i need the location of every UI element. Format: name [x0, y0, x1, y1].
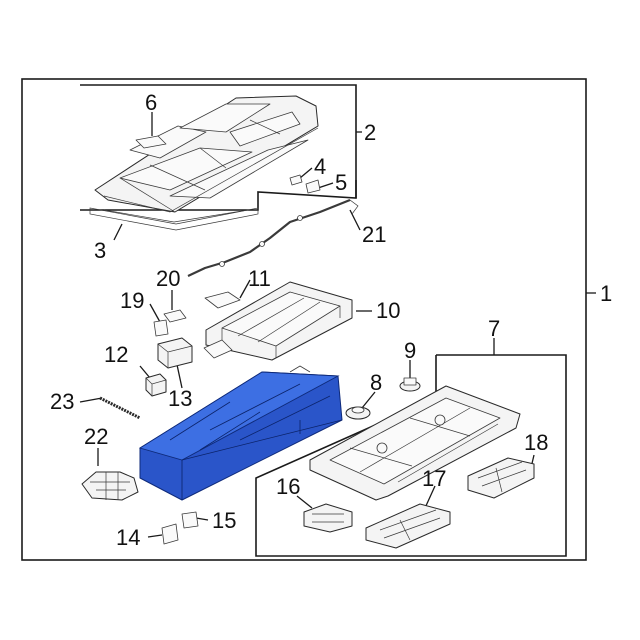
- callout-2: 2: [364, 120, 376, 145]
- leader-lines: [79, 112, 596, 538]
- main-wire-harness-part: [187, 198, 359, 277]
- cover-group-frame: [80, 84, 357, 211]
- callout-18: 18: [524, 430, 548, 455]
- callout-12: 12: [104, 342, 128, 367]
- control-module-part: [157, 337, 193, 369]
- mount-9-part: [399, 377, 421, 392]
- callout-16: 16: [276, 474, 300, 499]
- battery-pack-icon: [138, 365, 343, 501]
- callout-6: 6: [145, 90, 157, 115]
- callout-21: 21: [362, 222, 386, 247]
- callout-23: 23: [50, 389, 74, 414]
- callout-15: 15: [212, 508, 236, 533]
- sensor-part: [145, 373, 167, 397]
- callout-17: 17: [422, 466, 446, 491]
- outer-frame: [21, 78, 587, 561]
- callout-4: 4: [314, 154, 326, 179]
- skid-plate-17-part: [365, 503, 451, 549]
- upper-cover-part: [94, 95, 319, 213]
- skid-plate-16-part: [303, 503, 353, 533]
- callout-10: 10: [376, 298, 400, 323]
- callout-labels: 1 2 3 4 5 6 7 8 9 10 11 12 13 14 15 16 1…: [50, 90, 612, 550]
- bolt-14-part: [161, 523, 179, 545]
- label-part: [135, 135, 167, 149]
- clip-15-part: [181, 511, 199, 529]
- tray-frame-part: [309, 385, 521, 501]
- callout-11: 11: [248, 266, 271, 291]
- grommet-8-part: [345, 406, 371, 420]
- callout-14: 14: [116, 525, 140, 550]
- module-frame-part: [203, 281, 353, 361]
- strip-23-part: [99, 396, 141, 420]
- callout-13: 13: [168, 386, 192, 411]
- callout-3: 3: [94, 238, 106, 263]
- callout-19: 19: [120, 288, 144, 313]
- callout-20: 20: [156, 266, 180, 291]
- callout-1: 1: [600, 281, 612, 306]
- small-brackets-4-5: [289, 174, 321, 194]
- bracket-11-part: [204, 291, 241, 309]
- callout-22: 22: [84, 424, 108, 449]
- skid-plate-18-part: [467, 457, 535, 499]
- callout-5: 5: [335, 170, 347, 195]
- callout-8: 8: [370, 370, 382, 395]
- gasket-seal-part: [89, 207, 259, 231]
- clip-19-part: [153, 319, 169, 337]
- callout-9: 9: [404, 338, 416, 363]
- callout-7: 7: [488, 316, 500, 341]
- clip-20-part: [163, 309, 187, 323]
- lower-harness-part: [81, 471, 139, 501]
